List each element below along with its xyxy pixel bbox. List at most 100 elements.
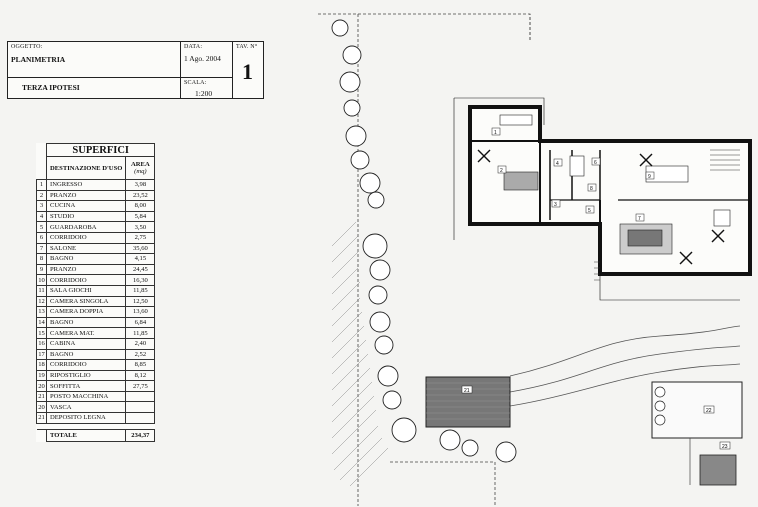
total-row: TOTALE 234,37 — [37, 428, 156, 442]
row-area — [125, 401, 156, 414]
total-label: TOTALE — [45, 428, 127, 442]
room-label-22: 22 — [706, 408, 712, 414]
row-area: 23,52 — [125, 189, 156, 202]
tav-label: TAV. N° — [236, 44, 258, 50]
col-area-text: AREA — [131, 161, 150, 168]
oggetto-label: OGGETTO: — [11, 44, 43, 50]
row-area: 8,12 — [125, 369, 156, 382]
property-boundary-top — [358, 13, 531, 40]
row-destinazione: CAMERA DOPPIA — [45, 306, 127, 318]
oggetto-value: PLANIMETRIA — [11, 55, 66, 64]
row-number: 10 — [36, 274, 47, 286]
room-label-5: 5 — [588, 208, 591, 214]
total-value: 234,37 — [125, 428, 156, 442]
row-number: 9 — [36, 263, 47, 276]
house — [453, 97, 752, 301]
tav-value: 1 — [242, 59, 253, 84]
row-number: 21 — [36, 390, 47, 403]
row-number: 6 — [36, 231, 47, 244]
row-area: 35,60 — [125, 242, 156, 255]
row-area: 6,84 — [125, 316, 156, 329]
row-destinazione: CUCINA — [45, 200, 127, 212]
row-destinazione: CORRIDOIO — [45, 359, 127, 371]
row-destinazione: STUDIO — [45, 210, 127, 223]
row-area: 2,40 — [125, 337, 156, 350]
title-block: OGGETTO: PLANIMETRIA TERZA IPOTESI DATA:… — [7, 41, 264, 99]
row-area: 3,98 — [125, 179, 156, 191]
row-area: 4,15 — [125, 253, 156, 265]
row-area: 12,50 — [125, 295, 156, 308]
row-area: 8,85 — [125, 359, 156, 371]
boundary-bottom — [390, 461, 496, 506]
site-plan-drawing: 21 22 23 — [318, 13, 752, 506]
room-label-7: 7 — [638, 216, 641, 222]
row-destinazione: RIPOSTIGLIO — [45, 369, 127, 382]
row-number: 20 — [36, 401, 47, 414]
room-label-6: 6 — [594, 160, 597, 166]
row-area: 13,60 — [125, 306, 156, 318]
row-number: 13 — [36, 306, 47, 318]
row-destinazione: CORRIDOIO — [45, 231, 127, 244]
row-number: 14 — [36, 316, 47, 329]
scala-cell: SCALA: 1:200 — [181, 78, 233, 99]
deposito-legna — [699, 454, 737, 486]
row-destinazione: PRANZO — [45, 189, 127, 202]
room-label-2: 2 — [500, 168, 503, 174]
row-destinazione: SOFFITTA — [45, 380, 127, 392]
data-value: 1 Ago. 2004 — [184, 54, 221, 63]
row-number: 4 — [36, 210, 47, 223]
row-destinazione: PRANZO — [45, 263, 127, 276]
row-destinazione: DEPOSITO LEGNA — [45, 412, 127, 424]
ceiling-fans — [477, 149, 725, 265]
row-number: 15 — [36, 327, 47, 339]
row-destinazione: CAMERA MAT. — [45, 327, 127, 339]
row-number: 3 — [36, 200, 47, 212]
row-number: 19 — [36, 369, 47, 382]
row-area: 5,84 — [125, 210, 156, 223]
row-number: 2 — [36, 189, 47, 202]
row-destinazione: GUARDAROBA — [45, 221, 127, 233]
row-number: 1 — [36, 179, 47, 191]
row-number: 11 — [36, 284, 47, 297]
ipotesi-value: TERZA IPOTESI — [22, 83, 80, 92]
slope-hatch — [331, 221, 389, 487]
row-area: 16,30 — [125, 274, 156, 286]
row-number: 5 — [36, 221, 47, 233]
row-area — [125, 390, 156, 403]
posto-macchina — [425, 376, 511, 428]
room-label-3: 3 — [554, 202, 557, 208]
row-number: 21 — [36, 412, 47, 424]
room-label-8: 8 — [590, 186, 593, 192]
row-destinazione: CAMERA SINGOLA — [45, 295, 127, 308]
room-label-21: 21 — [464, 388, 470, 394]
col-destinazione: DESTINAZIONE D'USO — [45, 156, 127, 180]
col-area-unit: (mq) — [134, 168, 147, 175]
row-destinazione: BAGNO — [45, 253, 127, 265]
row-area — [125, 412, 156, 424]
row-destinazione: BAGNO — [45, 316, 127, 329]
vasca — [651, 381, 743, 439]
row-number: 16 — [36, 337, 47, 350]
scala-value: 1:200 — [195, 89, 213, 98]
row-number: 12 — [36, 295, 47, 308]
entry-steps — [594, 261, 600, 281]
driveway — [509, 325, 741, 407]
tree-row — [331, 19, 517, 463]
row-area: 27,75 — [125, 380, 156, 392]
row-destinazione: SALONE — [45, 242, 127, 255]
